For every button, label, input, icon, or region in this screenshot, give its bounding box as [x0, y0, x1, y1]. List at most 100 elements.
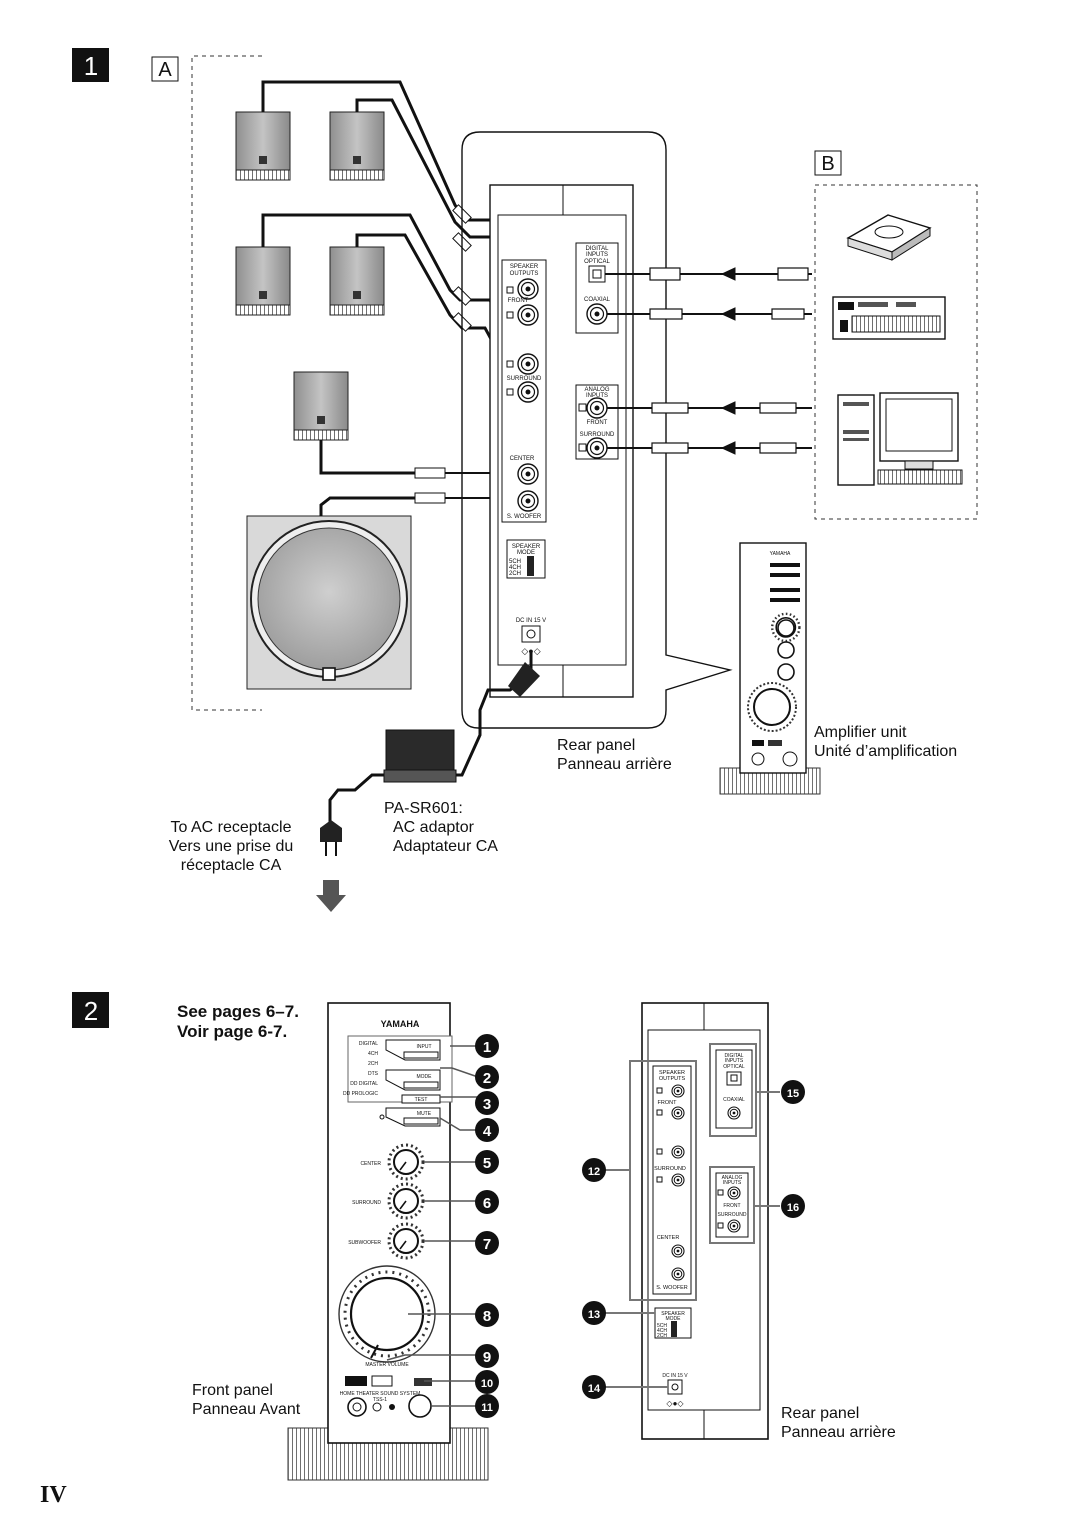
box-b-label: B [821, 153, 834, 175]
ac-receptacle-caption: To AC receptacle Vers une prise du récep… [168, 819, 294, 874]
box-a-label-frame [151, 56, 179, 82]
svg-text:OUTPUTS: OUTPUTS [659, 1076, 686, 1082]
svg-text:INPUTS: INPUTS [723, 1180, 742, 1186]
svg-text:2CH: 2CH [509, 571, 521, 577]
amplifier-unit-caption: Amplifier unit Unité d’amplification [814, 724, 958, 760]
svg-text:SPEAKER: SPEAKER [659, 1070, 685, 1076]
svg-text:ANALOG: ANALOG [584, 387, 609, 393]
svg-text:OPTICAL: OPTICAL [723, 1064, 745, 1070]
svg-text:CENTER: CENTER [510, 456, 535, 462]
svg-text:5CH: 5CH [509, 559, 521, 565]
svg-text:14: 14 [588, 1383, 601, 1395]
svg-text:ANALOG: ANALOG [722, 1175, 743, 1181]
svg-text:DIGITAL: DIGITAL [359, 1041, 378, 1047]
svg-text:MASTER VOLUME: MASTER VOLUME [365, 1362, 409, 1368]
svg-text:DC IN 15 V: DC IN 15 V [662, 1373, 688, 1379]
minidisc-player-icon [846, 214, 932, 261]
svg-text:MODE: MODE [417, 1074, 433, 1080]
figure2-number: 2 [84, 996, 98, 1026]
svg-text:INPUTS: INPUTS [725, 1058, 744, 1064]
box-b-label-frame [814, 150, 842, 176]
svg-text:DC IN 15 V: DC IN 15 V [516, 618, 546, 624]
computer-icon [837, 392, 963, 486]
svg-text:10: 10 [481, 1378, 493, 1390]
svg-text:9: 9 [483, 1349, 491, 1366]
svg-text:2CH: 2CH [368, 1061, 378, 1067]
svg-text:2: 2 [483, 1070, 491, 1087]
figure2-number-box [72, 992, 109, 1028]
svg-text:S. WOOFER: S. WOOFER [507, 514, 542, 520]
svg-text:DIGITAL: DIGITAL [724, 1053, 743, 1059]
rear-panel-callout [461, 131, 733, 729]
svg-text:HOME THEATER SOUND SYSTEM: HOME THEATER SOUND SYSTEM [340, 1391, 421, 1397]
rear-callout-leaders [605, 1043, 780, 1388]
svg-text:4: 4 [483, 1123, 492, 1140]
svg-text:6: 6 [483, 1195, 491, 1212]
svg-text:DIGITAL: DIGITAL [586, 246, 610, 252]
svg-text:YAMAHA: YAMAHA [770, 551, 791, 557]
ac-adaptor-caption: PA-SR601: AC adaptor Adaptateur CA [384, 800, 498, 855]
svg-text:8: 8 [483, 1308, 491, 1325]
source-group-outline [814, 184, 978, 520]
page-number: IV [40, 1482, 67, 1508]
svg-text:TSS-1: TSS-1 [373, 1397, 387, 1403]
svg-text:5CH: 5CH [657, 1323, 667, 1329]
svg-text:SUBWOOFER: SUBWOOFER [348, 1240, 381, 1246]
see-pages-note: See pages 6–7. Voir page 6-7. [177, 1002, 299, 1041]
ac-adaptor [316, 650, 540, 912]
svg-text:SURROUND: SURROUND [718, 1212, 747, 1218]
svg-text:15: 15 [787, 1088, 799, 1100]
svg-text:4CH: 4CH [509, 565, 521, 571]
svg-text:OPTICAL: OPTICAL [584, 259, 610, 265]
svg-text:COAXIAL: COAXIAL [584, 297, 611, 303]
rear-panel-caption-2: Rear panel Panneau arrière [781, 1405, 896, 1441]
svg-text:INPUTS: INPUTS [586, 252, 608, 258]
svg-text:INPUT: INPUT [417, 1044, 432, 1050]
subwoofer [246, 515, 412, 690]
svg-text:COAXIAL: COAXIAL [723, 1097, 745, 1103]
svg-text:INPUTS: INPUTS [586, 393, 608, 399]
svg-text:SPEAKER: SPEAKER [512, 544, 541, 550]
svg-text:SURROUND: SURROUND [580, 432, 615, 438]
svg-text:SURROUND: SURROUND [352, 1200, 381, 1206]
svg-text:TEST: TEST [415, 1097, 428, 1103]
svg-text:MUTE: MUTE [417, 1111, 432, 1117]
svg-text:11: 11 [481, 1402, 493, 1414]
speaker-group-outline [191, 55, 262, 711]
figure-number: 1 [84, 51, 98, 81]
svg-text:5: 5 [483, 1155, 491, 1172]
svg-text:S. WOOFER: S. WOOFER [656, 1285, 688, 1291]
input-cables [605, 267, 812, 455]
svg-text:13: 13 [588, 1309, 600, 1321]
front-left-speaker [235, 111, 291, 181]
svg-text:1: 1 [483, 1039, 491, 1056]
svg-text:DD PROLOGIC: DD PROLOGIC [343, 1091, 378, 1097]
box-a-label: A [158, 59, 172, 81]
rear-panel-caption: Rear panel Panneau arrière [557, 737, 672, 773]
keyboard-synthesizer-icon [832, 296, 946, 340]
svg-text:SPEAKER: SPEAKER [661, 1311, 685, 1317]
svg-text:◇●◇: ◇●◇ [666, 1399, 684, 1408]
front-panel-caption: Front panel Panneau Avant [192, 1382, 301, 1418]
svg-text:SURROUND: SURROUND [654, 1166, 686, 1172]
svg-text:2CH: 2CH [657, 1333, 667, 1339]
svg-text:CENTER: CENTER [657, 1235, 680, 1241]
svg-text:DTS: DTS [368, 1071, 379, 1077]
svg-text:SURROUND: SURROUND [507, 376, 542, 382]
speaker-cables [261, 80, 522, 516]
svg-text:12: 12 [588, 1166, 600, 1178]
svg-text:DD DIGITAL: DD DIGITAL [350, 1081, 378, 1087]
svg-text:FRONT: FRONT [658, 1100, 678, 1106]
callout-markers: 1 2 3 4 5 6 7 8 9 10 11 12 13 14 15 16 [475, 1034, 805, 1418]
svg-text:3: 3 [483, 1096, 491, 1113]
svg-text:OUTPUTS: OUTPUTS [510, 271, 539, 277]
svg-text:MODE: MODE [666, 1316, 682, 1322]
rear-panel-detail: SPEAKER OUTPUTS FRONT SURROUND CENTER S.… [489, 184, 634, 698]
surround-left-speaker [235, 246, 291, 316]
svg-text:7: 7 [483, 1236, 491, 1253]
svg-text:4CH: 4CH [368, 1051, 378, 1057]
svg-text:YAMAHA: YAMAHA [381, 1019, 420, 1029]
figure-number-box [72, 48, 109, 82]
svg-text:MODE: MODE [517, 550, 535, 556]
